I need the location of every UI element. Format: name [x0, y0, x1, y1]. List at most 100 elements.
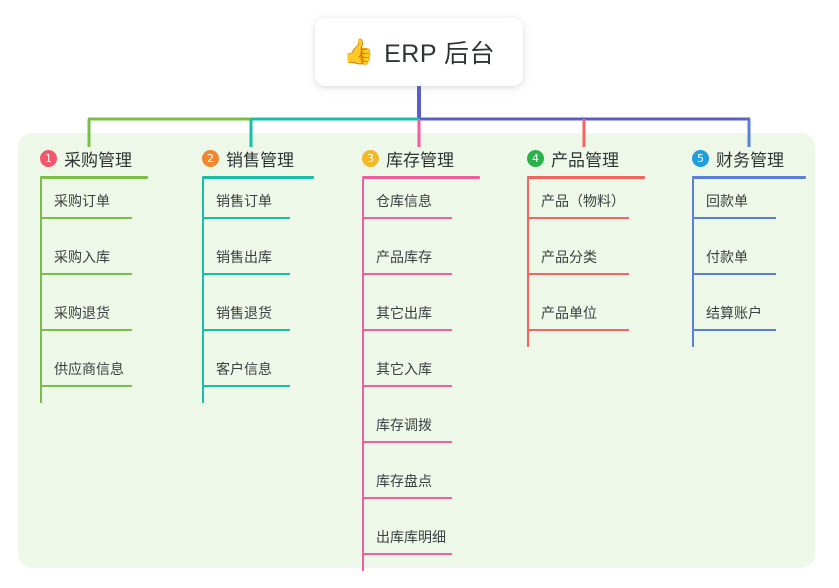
branch-item-label: 出库库明细	[376, 529, 446, 545]
branch-header-2[interactable]: 2 销售管理	[202, 147, 314, 170]
branch-item-underline	[40, 217, 132, 219]
branch-number-badge: 2	[202, 149, 219, 167]
branch-column-3: 3 库存管理仓库信息产品库存其它出库其它入库库存调拨库存盘点出库库明细	[362, 147, 480, 571]
branch-spine	[692, 179, 694, 347]
branch-item-underline	[202, 329, 290, 331]
branch-item[interactable]: 产品分类	[527, 235, 645, 291]
branch-item-list: 产品（物料） 产品分类产品单位	[527, 179, 645, 347]
branch-underline	[202, 176, 314, 179]
branch-column-5: 5 财务管理回款单付款单结算账户	[692, 147, 806, 347]
branch-spine	[527, 179, 529, 347]
branch-underline	[362, 176, 480, 179]
branch-item[interactable]: 客户信息	[202, 347, 314, 403]
branch-header-4[interactable]: 4 产品管理	[527, 147, 645, 170]
branch-underline	[527, 176, 645, 179]
branch-item-underline	[692, 329, 776, 331]
branch-item[interactable]: 销售订单	[202, 179, 314, 235]
branch-spine	[362, 179, 364, 571]
branch-item-underline	[527, 217, 629, 219]
branch-number-badge: 3	[362, 149, 379, 167]
branch-item[interactable]: 结算账户	[692, 291, 806, 347]
branch-title: 财务管理	[716, 150, 784, 170]
branch-title: 库存管理	[386, 150, 454, 170]
branch-item[interactable]: 回款单	[692, 179, 806, 235]
branch-item-label: 产品分类	[541, 249, 597, 265]
root-node[interactable]: 👍 ERP 后台	[315, 18, 523, 86]
branch-item-label: 库存盘点	[376, 473, 432, 489]
branch-item-list: 回款单付款单结算账户	[692, 179, 806, 347]
branch-item[interactable]: 仓库信息	[362, 179, 480, 235]
branch-item[interactable]: 其它入库	[362, 347, 480, 403]
branch-item-label: 付款单	[706, 249, 748, 265]
branch-item-underline	[40, 273, 132, 275]
branch-column-1: 1 采购管理采购订单采购入库采购退货供应商信息	[40, 147, 148, 403]
branch-item-underline	[362, 497, 452, 499]
branch-item[interactable]: 销售出库	[202, 235, 314, 291]
branch-item-underline	[40, 385, 132, 387]
branch-item-underline	[692, 217, 776, 219]
branch-item[interactable]: 供应商信息	[40, 347, 148, 403]
branch-item-underline	[362, 385, 452, 387]
branches-panel	[18, 133, 815, 568]
branch-item-label: 采购订单	[54, 193, 110, 209]
branch-item[interactable]: 产品库存	[362, 235, 480, 291]
branch-item-label: 仓库信息	[376, 193, 432, 209]
branch-spine	[202, 179, 204, 403]
branch-item[interactable]: 其它出库	[362, 291, 480, 347]
branch-item-underline	[362, 217, 452, 219]
branch-item[interactable]: 库存调拨	[362, 403, 480, 459]
branch-item-underline	[527, 329, 629, 331]
branch-title: 产品管理	[551, 150, 619, 170]
branch-item-label: 其它出库	[376, 305, 432, 321]
branch-title: 销售管理	[226, 150, 294, 170]
branch-item-label: 供应商信息	[54, 361, 124, 377]
branch-title: 采购管理	[64, 150, 132, 170]
branch-header-3[interactable]: 3 库存管理	[362, 147, 480, 170]
branch-item[interactable]: 库存盘点	[362, 459, 480, 515]
branch-item-list: 采购订单采购入库采购退货供应商信息	[40, 179, 148, 403]
branch-underline	[40, 176, 148, 179]
branch-item-list: 销售订单销售出库销售退货客户信息	[202, 179, 314, 403]
branch-item-underline	[692, 273, 776, 275]
branch-item-list: 仓库信息产品库存其它出库其它入库库存调拨库存盘点出库库明细	[362, 179, 480, 571]
branch-item-underline	[362, 273, 452, 275]
branch-number-badge: 1	[40, 149, 57, 167]
branch-header-1[interactable]: 1 采购管理	[40, 147, 148, 170]
branch-item-label: 采购入库	[54, 249, 110, 265]
branch-item[interactable]: 产品（物料）	[527, 179, 645, 235]
branch-item-label: 产品单位	[541, 305, 597, 321]
branch-column-4: 4 产品管理产品（物料） 产品分类产品单位	[527, 147, 645, 347]
branch-item-label: 采购退货	[54, 305, 110, 321]
branch-item-label: 结算账户	[706, 305, 762, 321]
branch-spine	[40, 179, 42, 403]
branch-item-underline	[202, 385, 290, 387]
branch-column-2: 2 销售管理销售订单销售出库销售退货客户信息	[202, 147, 314, 403]
branch-item[interactable]: 采购入库	[40, 235, 148, 291]
root-title: ERP 后台	[384, 40, 496, 68]
branch-item-underline	[202, 217, 290, 219]
branch-item-underline	[362, 441, 452, 443]
branch-item-underline	[527, 273, 629, 275]
branch-number-badge: 4	[527, 149, 544, 167]
branch-header-5[interactable]: 5 财务管理	[692, 147, 806, 170]
branch-item-label: 回款单	[706, 193, 748, 209]
branch-item[interactable]: 出库库明细	[362, 515, 480, 571]
branch-item-label: 销售出库	[216, 249, 272, 265]
branch-item-label: 库存调拨	[376, 417, 432, 433]
branch-item-underline	[362, 553, 452, 555]
branch-item-label: 客户信息	[216, 361, 272, 377]
branch-item[interactable]: 产品单位	[527, 291, 645, 347]
branch-number-badge: 5	[692, 149, 709, 167]
thumbs-up-icon: 👍	[342, 37, 375, 66]
branch-item-label: 产品（物料）	[541, 193, 625, 209]
branch-item[interactable]: 采购退货	[40, 291, 148, 347]
branch-item-label: 其它入库	[376, 361, 432, 377]
branch-item-label: 销售退货	[216, 305, 272, 321]
branch-item[interactable]: 采购订单	[40, 179, 148, 235]
branch-underline	[692, 176, 806, 179]
branch-item[interactable]: 销售退货	[202, 291, 314, 347]
branch-item-underline	[362, 329, 452, 331]
branch-item-underline	[202, 273, 290, 275]
branch-item[interactable]: 付款单	[692, 235, 806, 291]
